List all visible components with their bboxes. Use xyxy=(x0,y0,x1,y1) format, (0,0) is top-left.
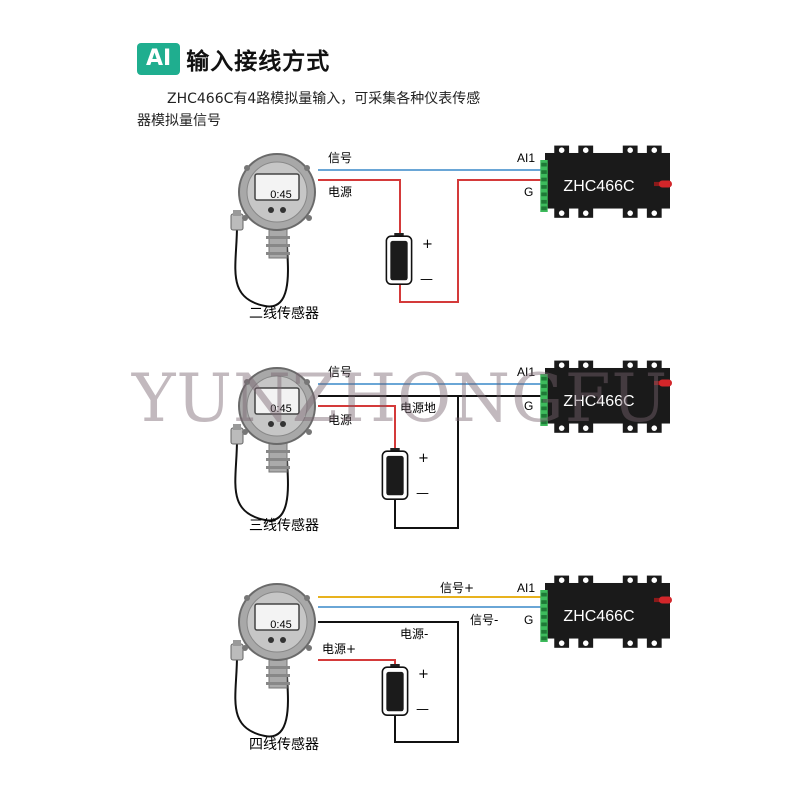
terminal-block xyxy=(540,160,548,212)
label-power: 电源 xyxy=(328,185,352,199)
caption-three-wire: 三线传感器 xyxy=(249,517,319,534)
caption-four-wire: 四线传感器 xyxy=(249,736,319,753)
terminal-g: G xyxy=(524,399,533,413)
device-label: ZHC466C xyxy=(563,178,634,195)
battery-plus: + xyxy=(422,237,433,252)
terminal-block xyxy=(540,374,548,426)
label-signal-plus: 信号+ xyxy=(440,581,474,595)
power-plus-wire xyxy=(318,659,396,667)
power-return-wire xyxy=(399,179,545,303)
label-power-minus: 电源- xyxy=(400,627,428,641)
terminal-ai1: AI1 xyxy=(517,581,535,595)
description-line2: 器模拟量信号 xyxy=(137,113,221,129)
page-title: 输入接线方式 xyxy=(186,49,331,75)
transmitter-icon xyxy=(229,366,317,522)
power-minus-wire xyxy=(318,621,459,743)
terminal-g: G xyxy=(524,185,533,199)
terminal-ai1: AI1 xyxy=(517,365,535,379)
transmitter-display: 0:45 xyxy=(270,403,291,415)
transmitter-icon xyxy=(229,582,317,738)
battery-plus: + xyxy=(418,667,429,682)
label-signal: 信号 xyxy=(328,365,352,379)
transmitter-icon xyxy=(229,152,317,308)
description: ZHC466C有4路模拟量输入，可采集各种仪表传感 器模拟量信号 xyxy=(137,88,537,132)
label-signal-minus: 信号- xyxy=(470,613,498,627)
terminal-ai1: AI1 xyxy=(517,151,535,165)
terminal-block xyxy=(540,590,548,642)
power-wire xyxy=(318,179,401,240)
battery-icon xyxy=(381,664,409,716)
battery-icon xyxy=(385,233,413,285)
description-line1: ZHC466C有4路模拟量输入，可采集各种仪表传感 xyxy=(167,91,481,107)
battery-plus: + xyxy=(418,451,429,466)
power-wire xyxy=(318,405,396,450)
transmitter-display: 0:45 xyxy=(270,189,291,201)
ai-badge: AI xyxy=(137,43,181,75)
battery-minus: — xyxy=(420,272,433,287)
battery-minus: — xyxy=(416,702,429,717)
device-label: ZHC466C xyxy=(563,393,634,410)
battery-icon xyxy=(381,448,409,500)
header: AI 输入接线方式 xyxy=(137,42,330,76)
diagram-three-wire: 0:45 + — 信号 电源 电源地 AI1 G ZHC466C 三线传感器 xyxy=(229,360,672,534)
diagram-two-wire: 0:45 + — 信号 电源 AI1 G ZHC466C 二线传感器 xyxy=(229,145,672,322)
label-power-ground: 电源地 xyxy=(400,401,436,415)
diagram-four-wire: 0:45 + — 信号+ 信号- 电源- 电源+ AI1 G ZHC466C 四… xyxy=(229,575,672,753)
label-power-plus: 电源+ xyxy=(322,642,356,656)
label-power: 电源 xyxy=(328,413,352,427)
power-return-wire xyxy=(394,396,459,529)
transmitter-display: 0:45 xyxy=(270,619,291,631)
label-signal: 信号 xyxy=(328,151,352,165)
battery-minus: — xyxy=(416,486,429,501)
device-label: ZHC466C xyxy=(563,608,634,625)
terminal-g: G xyxy=(524,613,533,627)
caption-two-wire: 二线传感器 xyxy=(249,305,319,322)
